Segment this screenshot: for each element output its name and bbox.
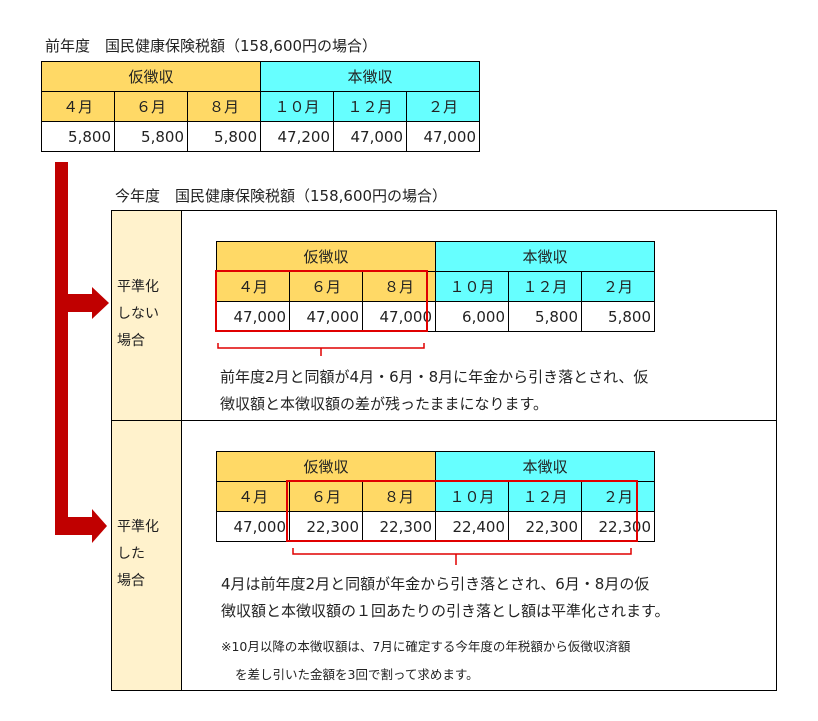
month-header: １０月: [260, 91, 334, 122]
flow-arrow-icon: [55, 162, 109, 543]
brace-icon: [217, 343, 425, 356]
not-leveled-note: 前年度2月と同額が4月・6月・8月に年金から引き落とされ、仮 徴収額と本徴収額の…: [220, 364, 648, 418]
this-year-title: 今年度 国民健康保険税額（158,600円の場合）: [115, 187, 448, 205]
note-line: 徴収額と本徴収額の１回あたりの引き落とし額は平準化されます。: [221, 602, 670, 620]
group-main: 本徴収: [435, 241, 655, 272]
amount-cell: 22,300: [289, 511, 363, 542]
month-header: ２月: [581, 271, 655, 302]
case-label-column: [111, 210, 182, 690]
month-header: １２月: [508, 271, 582, 302]
note-line: 徴収額と本徴収額の差が残ったままになります。: [220, 395, 549, 413]
highlight-box: [215, 270, 428, 332]
month-header: １２月: [508, 481, 582, 512]
amount-cell: 22,300: [362, 511, 436, 542]
amount-cell: 47,000: [216, 511, 290, 542]
amount-cell: 47,000: [289, 301, 363, 332]
month-header: ８月: [187, 91, 261, 122]
prev-year-table: 仮徴収 本徴収 ４月 ６月 ８月 １０月 １２月 ２月 5,800 5,800 …: [41, 61, 480, 152]
month-header: ４月: [41, 91, 115, 122]
month-header: １２月: [333, 91, 407, 122]
amount-cell: 6,000: [435, 301, 509, 332]
leveled-note: 4月は前年度2月と同額が年金から引き落とされ、6月・8月の仮 徴収額と本徴収額の…: [221, 571, 670, 625]
month-header: ２月: [406, 91, 480, 122]
month-header: ６月: [289, 271, 363, 302]
group-provisional: 仮徴収: [216, 451, 436, 482]
group-main: 本徴収: [435, 451, 655, 482]
amount-cell: 47,000: [362, 301, 436, 332]
amount-cell: 5,800: [187, 121, 261, 152]
month-header: １０月: [435, 271, 509, 302]
amount-cell: 47,200: [260, 121, 334, 152]
note-line: 4月は前年度2月と同額が年金から引き落とされ、6月・8月の仮: [221, 575, 650, 593]
group-provisional: 仮徴収: [216, 241, 436, 272]
month-header: ４月: [216, 271, 290, 302]
month-header: ４月: [216, 481, 290, 512]
highlight-box: [286, 480, 638, 542]
prev-year-title: 前年度 国民健康保険税額（158,600円の場合）: [45, 37, 378, 55]
footnote-line-1: ※10月以降の本徴収額は、7月に確定する今年度の年税額から仮徴収済額: [221, 639, 631, 654]
note-line: 前年度2月と同額が4月・6月・8月に年金から引き落とされ、仮: [220, 368, 649, 386]
case-label-leveled: 平準化 した 場合: [117, 514, 159, 595]
month-header: １０月: [435, 481, 509, 512]
footnote-line-2: を差し引いた金額を3回で割って求めます。: [235, 667, 479, 682]
group-main: 本徴収: [260, 61, 480, 92]
amount-cell: 22,300: [508, 511, 582, 542]
month-header: ８月: [362, 271, 436, 302]
case-divider: [111, 420, 776, 421]
amount-cell: 5,800: [41, 121, 115, 152]
amount-cell: 5,800: [114, 121, 188, 152]
amount-cell: 5,800: [508, 301, 582, 332]
this-year-box: [111, 210, 777, 691]
leveled-table: 仮徴収 本徴収 ４月 ６月 ８月 １０月 １２月 ２月 47,000 22,30…: [216, 451, 655, 542]
not-leveled-table: 仮徴収 本徴収 ４月 ６月 ８月 １０月 １２月 ２月 47,000 47,00…: [216, 241, 655, 332]
month-header: ８月: [362, 481, 436, 512]
label-line: した: [117, 546, 145, 562]
amount-cell: 47,000: [406, 121, 480, 152]
amount-cell: 22,400: [435, 511, 509, 542]
month-header: ６月: [114, 91, 188, 122]
label-line: 平準化: [117, 519, 159, 535]
label-line: 場合: [117, 333, 145, 349]
case-label-not-leveled: 平準化 しない 場合: [117, 274, 159, 355]
brace-icon: [292, 548, 632, 565]
amount-cell: 47,000: [333, 121, 407, 152]
amount-cell: 47,000: [216, 301, 290, 332]
amount-cell: 5,800: [581, 301, 655, 332]
label-line: しない: [117, 306, 159, 322]
label-line: 場合: [117, 573, 145, 589]
label-line: 平準化: [117, 279, 159, 295]
